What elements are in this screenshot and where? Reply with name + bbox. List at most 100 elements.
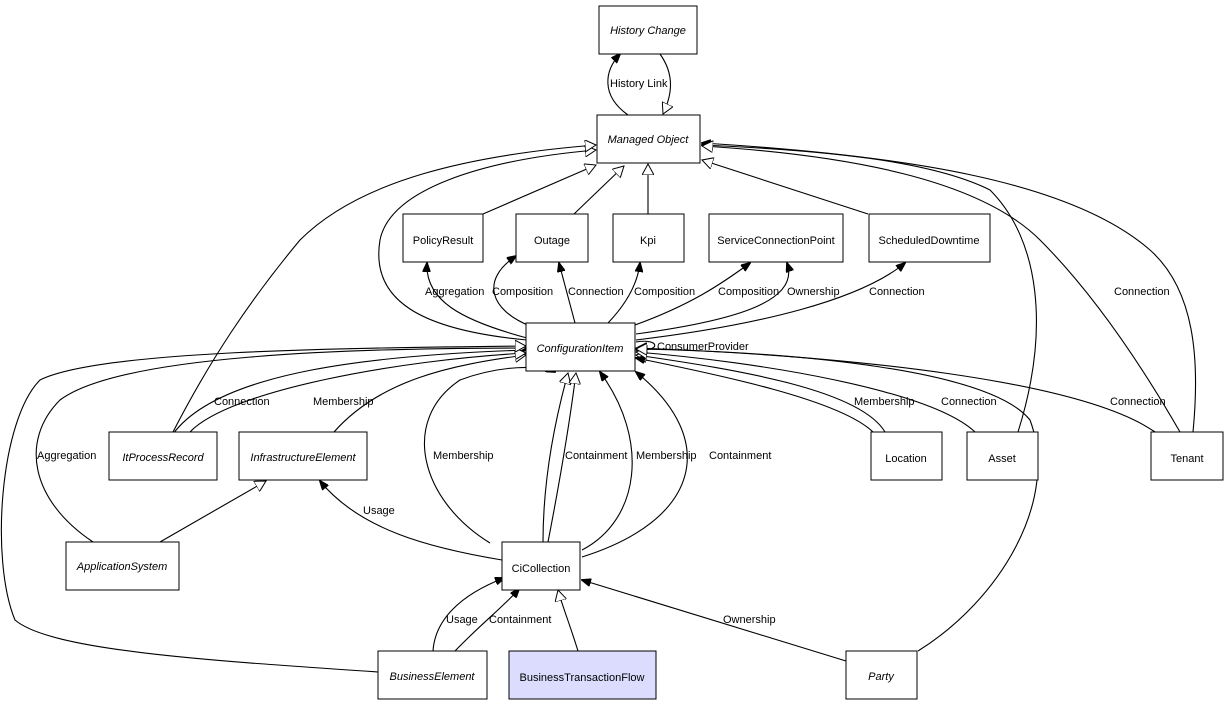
edge-cicollection-to-ci-membership-right [581,372,633,551]
edge-itprocessrecord-membership-to-ci [189,353,526,433]
node-kpi-label: Kpi [640,235,656,247]
node-service-connection-point-label: ServiceConnectionPoint [717,235,834,247]
node-tenant-label: Tenant [1170,453,1203,465]
node-outage[interactable]: Outage [515,213,589,263]
edge-ci-to-policyresult [427,263,528,339]
node-managed-object[interactable]: Managed Object [596,114,701,164]
node-party[interactable]: Party [845,650,918,700]
node-asset-label: Asset [988,453,1016,465]
node-application-system-label: ApplicationSystem [76,561,168,573]
edge-ci-to-serviceconnectionpoint-composition [634,263,750,326]
edge-label-composition-scp: Composition [718,286,779,298]
node-business-element[interactable]: BusinessElement [377,650,488,700]
edge-label-aggregation-policyresult: Aggregation [425,286,484,298]
node-infrastructure-element-label: InfrastructureElement [250,452,356,464]
node-business-transaction-flow[interactable]: BusinessTransactionFlow [508,650,657,700]
node-policy-result[interactable]: PolicyResult [402,213,484,263]
edge-ci-to-scheduleddowntime [635,263,905,341]
edge-location-to-ci [636,355,886,433]
edge-cicollection-to-ci-generalization-1 [542,373,568,543]
node-configuration-item[interactable]: ConfigurationItem [525,322,636,372]
edge-tenant-to-managed-object-2 [702,146,1181,433]
node-asset[interactable]: Asset [966,431,1039,481]
edge-ci-to-outage [493,256,531,327]
edge-label-connection-asset: Connection [941,396,997,408]
node-it-process-record[interactable]: ItProcessRecord [108,431,218,481]
edge-applicationsystem-to-ci [35,348,526,543]
node-business-transaction-flow-label: BusinessTransactionFlow [520,672,645,684]
node-tenant[interactable]: Tenant [1150,431,1224,481]
edge-scheduleddowntime-to-managed-object [702,160,869,215]
node-it-process-record-label: ItProcessRecord [122,452,204,464]
edge-label-membership-right: Membership [636,450,697,462]
edge-outage-to-managed-object [573,166,624,215]
edge-label-containment-businesselement: Containment [489,614,551,626]
edge-businesselement-to-cicollection-usage [432,578,504,652]
edge-label-containment-right: Containment [709,450,771,462]
node-scheduled-downtime[interactable]: ScheduledDowntime [868,213,991,263]
edge-label-membership-infrastructure: Membership [313,396,374,408]
edge-label-containment-mid: Containment [565,450,627,462]
node-location-label: Location [885,453,927,465]
edge-label-connection-tenant: Connection [1110,396,1166,408]
node-outage-label: Outage [534,235,570,247]
node-configuration-item-label: ConfigurationItem [537,343,624,355]
edge-label-aggregation-applicationsystem: Aggregation [37,450,96,462]
edge-location-to-ci-2 [636,358,874,433]
edge-label-connection-scheduleddowntime: Connection [869,286,925,298]
node-location[interactable]: Location [870,431,943,481]
edge-label-membership-location: Membership [854,396,915,408]
edge-party-to-ci [636,349,1039,652]
node-kpi[interactable]: Kpi [612,213,685,263]
edge-label-composition-kpi: Composition [634,286,695,298]
node-scheduled-downtime-label: ScheduledDowntime [879,235,980,247]
edge-configurationitem-to-managed-object [378,150,596,341]
edge-ci-to-serviceconnectionpoint-ownership [635,263,789,335]
edge-party-to-cicollection [582,580,847,662]
edge-label-composition-outage: Composition [492,286,553,298]
edge-tenant-to-managed-object [702,143,1197,433]
edges [0,53,1197,673]
edge-tenant-to-ci [636,348,1156,433]
edge-managed-object-to-history-change [607,54,629,116]
edge-label-connection-tenant-top: Connection [1114,286,1170,298]
edge-cicollection-to-ci-containment-right [581,372,688,558]
edge-label-connection-outage: Connection [568,286,624,298]
edge-cicollection-to-infrastructureelement [320,481,503,561]
edge-history-change-to-managed-object [659,53,671,114]
edge-businesselement-to-ci [0,346,526,673]
edge-label-connection-itprocessrecord: Connection [214,396,270,408]
node-ci-collection-label: CiCollection [512,563,571,575]
node-ci-collection[interactable]: CiCollection [501,541,581,591]
node-managed-object-label: Managed Object [608,134,690,146]
edge-label-usage-businesselement: Usage [446,614,478,626]
nodes: History Change Managed Object PolicyResu… [65,5,1224,700]
edge-label-consumerprovider: ConsumerProvider [657,341,749,353]
edge-infrastructureelement-to-ci [333,355,526,433]
edge-label-usage-infrastructure: Usage [363,505,395,517]
node-business-element-label: BusinessElement [390,671,476,683]
edge-label-history-link: History Link [610,78,668,90]
edge-businesstransactionflow-to-cicollection [558,590,579,652]
node-policy-result-label: PolicyResult [413,235,474,247]
node-history-change[interactable]: History Change [598,5,698,55]
edge-labels: History Link Aggregation Composition Con… [37,78,1170,626]
edge-businesselement-to-cicollection-containment [454,589,519,652]
edge-applicationsystem-to-infrastructureelement [159,481,266,543]
node-service-connection-point[interactable]: ServiceConnectionPoint [708,213,844,263]
edge-itprocessrecord-to-managed-object [172,145,596,433]
edge-cicollection-to-ci-generalization-2 [547,373,576,543]
edge-ci-to-kpi [607,263,640,324]
node-application-system[interactable]: ApplicationSystem [65,541,180,591]
edge-label-membership-left: Membership [433,450,494,462]
node-history-change-label: History Change [610,25,686,37]
edge-asset-to-ci [636,352,976,433]
edge-ci-to-outage-connection [559,263,576,324]
edge-policyresult-to-managed-object [482,165,596,215]
node-infrastructure-element[interactable]: InfrastructureElement [238,431,368,481]
node-party-label: Party [868,671,895,683]
edge-label-ownership-scp: Ownership [787,286,840,298]
edge-itprocessrecord-to-ci [172,350,526,435]
edge-label-ownership-party: Ownership [723,614,776,626]
